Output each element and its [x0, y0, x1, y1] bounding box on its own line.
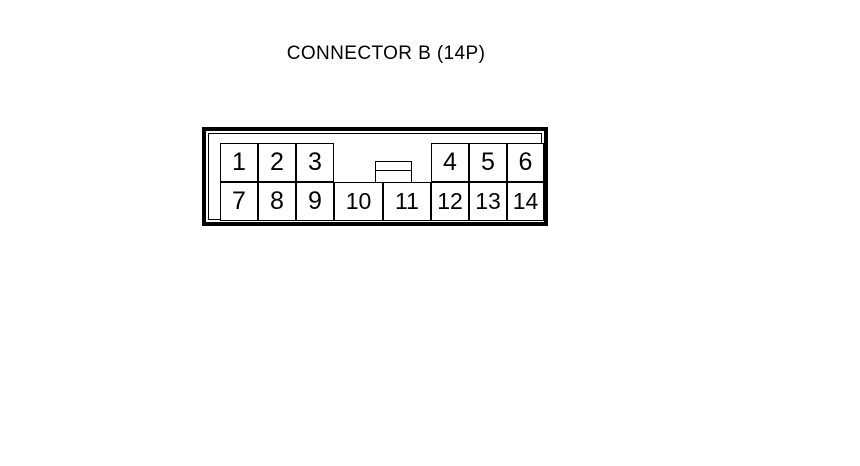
- latch-stem: [375, 176, 412, 185]
- pin-cell-2: 2: [258, 143, 296, 182]
- pin-cell-4: 4: [431, 143, 469, 182]
- pin-cell-11: 11: [383, 182, 431, 221]
- pin-cell-1: 1: [220, 143, 258, 182]
- pin-cell-9: 9: [296, 182, 334, 221]
- pin-cell-7: 7: [220, 182, 258, 221]
- pin-cell-3: 3: [296, 143, 334, 182]
- pin-cell-6: 6: [507, 143, 544, 182]
- pin-cell-8: 8: [258, 182, 296, 221]
- pin-cell-12: 12: [431, 182, 469, 221]
- pin-cell-13: 13: [469, 182, 507, 221]
- diagram-title: CONNECTOR B (14P): [286, 43, 486, 64]
- pin-cell-10: 10: [334, 182, 383, 221]
- pin-cell-5: 5: [469, 143, 507, 182]
- latch-divider-line: [376, 170, 411, 171]
- pin-cell-14: 14: [507, 182, 544, 221]
